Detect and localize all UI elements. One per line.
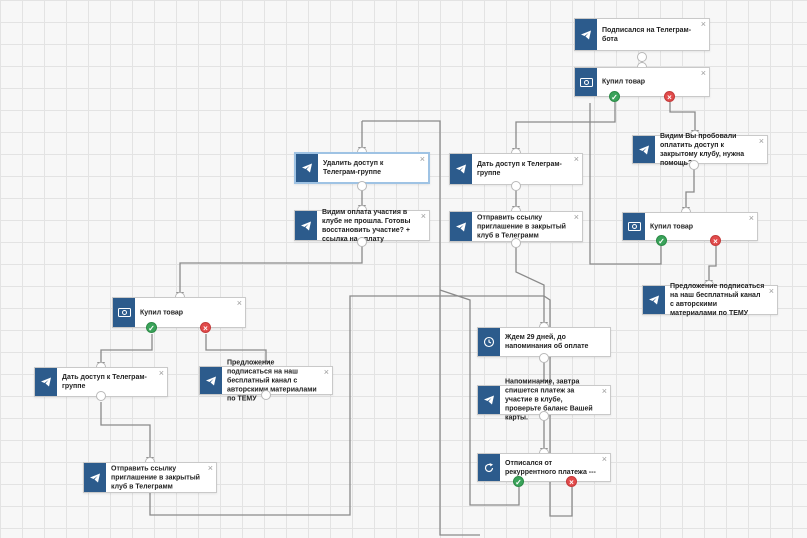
close-icon[interactable]: ×	[700, 19, 706, 29]
output-port[interactable]	[539, 353, 549, 363]
node-payment-reminder[interactable]: Напоминание, завтра спишется платеж за у…	[477, 379, 611, 422]
telegram-icon	[84, 463, 106, 492]
purchase-icon	[623, 213, 645, 240]
node-label: Отправить ссылку приглашение в закрытый …	[111, 465, 200, 490]
node-label: Предложение подписаться на наш бесплатны…	[227, 359, 317, 402]
no-output-badge[interactable]: ×	[710, 235, 721, 246]
close-icon[interactable]: ×	[758, 136, 764, 146]
yes-output-badge[interactable]: ✓	[609, 91, 620, 102]
node-purchased-product-mid-right[interactable]: Купил товар ×	[622, 212, 758, 241]
output-port[interactable]	[96, 391, 106, 401]
node-send-invite-left[interactable]: Отправить ссылку приглашение в закрытый …	[83, 462, 217, 493]
output-port[interactable]	[637, 52, 647, 62]
close-icon[interactable]: ×	[419, 154, 425, 164]
wire	[100, 402, 151, 462]
node-grant-access-mid[interactable]: Дать доступ к Телеграм-группе ×	[449, 153, 583, 185]
node-label: Купил товар	[602, 78, 646, 86]
purchase-icon	[575, 68, 597, 96]
node-wait-29-days[interactable]: Ждем 29 дней, до напоминания об оплате	[477, 327, 611, 357]
node-label: Дать доступ к Телеграм-группе	[477, 161, 562, 177]
wire	[205, 334, 267, 366]
telegram-icon	[633, 136, 655, 163]
node-label: Купил товар	[140, 309, 184, 316]
node-remove-access[interactable]: Удалить доступ к Телеграм-группе ×	[294, 152, 430, 184]
node-saw-tried-to-pay[interactable]: Видим Вы пробовали оплатить доступ к зак…	[632, 133, 768, 167]
node-label: Отправить ссылку приглашение в закрытый …	[477, 214, 566, 239]
close-icon[interactable]: ×	[748, 213, 754, 223]
telegram-icon	[295, 211, 317, 240]
telegram-icon	[35, 368, 57, 396]
telegram-icon	[296, 154, 318, 182]
no-output-badge[interactable]: ×	[566, 476, 577, 487]
yes-output-badge[interactable]: ✓	[656, 235, 667, 246]
output-port[interactable]	[357, 237, 367, 247]
wire	[100, 334, 153, 367]
close-icon[interactable]: ×	[207, 463, 213, 473]
wire	[708, 246, 717, 285]
output-port[interactable]	[261, 390, 271, 400]
telegram-icon	[643, 286, 665, 314]
telegram-icon	[450, 212, 472, 241]
output-port[interactable]	[689, 160, 699, 170]
node-payment-failed[interactable]: Видим оплата участия в клубе не прошла. …	[294, 208, 430, 243]
close-icon[interactable]: ×	[158, 368, 164, 378]
node-label: Ждем 29 дней, до напоминания об оплате	[505, 334, 589, 350]
wire	[669, 102, 696, 135]
node-label: Отписался от рекуррентного платежа ---	[505, 459, 596, 476]
telegram-icon	[575, 19, 597, 50]
telegram-icon	[200, 367, 222, 394]
node-label: Предложение подписаться на наш бесплатны…	[670, 283, 765, 317]
no-output-badge[interactable]: ×	[664, 91, 675, 102]
wire	[362, 120, 480, 536]
node-unsubscribed-recurring[interactable]: Отписался от рекуррентного платежа --- ×	[477, 453, 611, 482]
node-purchased-product-left[interactable]: Купил товар ×	[112, 297, 246, 328]
node-label: Видим оплата участия в клубе не прошла. …	[322, 208, 411, 243]
close-icon[interactable]: ×	[601, 454, 607, 464]
refresh-icon	[478, 454, 500, 481]
node-send-invite-mid[interactable]: Отправить ссылку приглашение в закрытый …	[449, 211, 583, 242]
node-label: Удалить доступ к Телеграм-группе	[323, 160, 384, 176]
output-port[interactable]	[511, 238, 521, 248]
telegram-icon	[478, 386, 500, 414]
purchase-icon	[113, 298, 135, 327]
wire	[439, 289, 520, 506]
node-label: Подписался на Телеграм-бота	[602, 26, 692, 43]
node-label: Видим Вы пробовали оплатить доступ к зак…	[660, 132, 745, 167]
wire	[685, 169, 695, 212]
close-icon[interactable]: ×	[236, 298, 242, 308]
close-icon[interactable]: ×	[573, 212, 579, 222]
wire	[589, 103, 662, 265]
node-purchased-product-top[interactable]: Купил товар ×	[574, 67, 710, 97]
close-icon[interactable]: ×	[420, 211, 426, 221]
close-icon[interactable]: ×	[700, 68, 706, 78]
wire	[515, 247, 545, 327]
node-label: Купил товар	[650, 223, 694, 230]
node-offer-free-channel-right[interactable]: Предложение подписаться на наш бесплатны…	[642, 283, 778, 317]
output-port[interactable]	[539, 411, 549, 421]
yes-output-badge[interactable]: ✓	[513, 476, 524, 487]
close-icon[interactable]: ×	[601, 386, 607, 396]
node-label: Напоминание, завтра спишется платеж за у…	[505, 378, 593, 422]
telegram-icon	[450, 154, 472, 184]
yes-output-badge[interactable]: ✓	[146, 322, 157, 333]
close-icon[interactable]: ×	[573, 154, 579, 164]
wire	[515, 102, 616, 153]
output-port[interactable]	[357, 181, 367, 191]
node-subscribed-telegram-bot[interactable]: Подписался на Телеграм-бота ×	[574, 18, 710, 51]
output-port[interactable]	[511, 181, 521, 191]
close-icon[interactable]: ×	[323, 367, 329, 377]
node-label: Дать доступ к Телеграм-группе	[62, 374, 147, 390]
clock-icon	[478, 328, 500, 356]
wire	[179, 245, 363, 297]
no-output-badge[interactable]: ×	[200, 322, 211, 333]
wire	[149, 295, 573, 517]
close-icon[interactable]: ×	[768, 286, 774, 296]
